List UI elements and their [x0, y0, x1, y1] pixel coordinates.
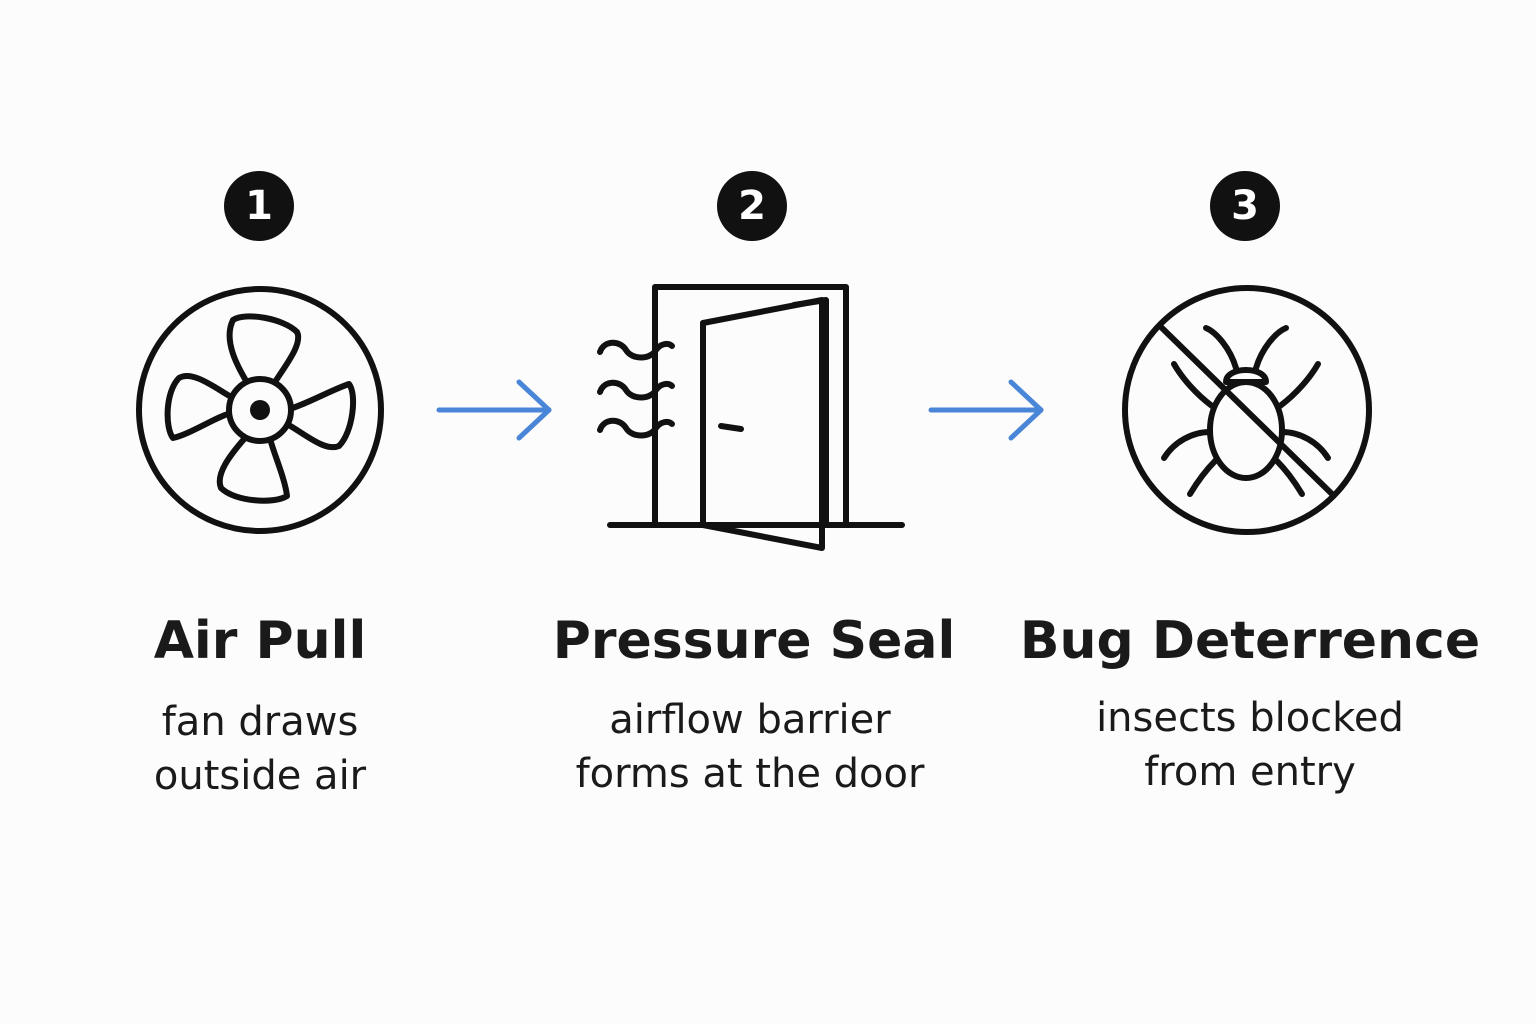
step-3-description-line-2: from entry: [1144, 749, 1356, 795]
step-2-description-line-2: forms at the door: [575, 751, 925, 797]
step-1-description: fan draws outside air: [0, 695, 520, 803]
arrow-right-icon: [928, 378, 1048, 446]
step-3-number-badge: 3: [1210, 171, 1280, 241]
step-3-description: insects blocked from entry: [990, 691, 1510, 799]
step-2-description: airflow barrier forms at the door: [490, 693, 1010, 801]
step-1-title: Air Pull: [153, 611, 367, 671]
arrow-right-icon: [436, 378, 556, 446]
step-1-description-line-1: fan draws: [161, 699, 359, 745]
step-1-number-badge: 1: [224, 171, 294, 241]
step-1-description-line-2: outside air: [153, 753, 367, 799]
step-2-title: Pressure Seal: [552, 611, 956, 671]
step-3-description-line-1: insects blocked: [1096, 695, 1404, 741]
step-3-title: Bug Deterrence: [1019, 611, 1481, 671]
door-airflow-icon: [590, 280, 910, 555]
step-2-number-badge: 2: [717, 171, 787, 241]
step-2-description-line-1: airflow barrier: [609, 697, 891, 743]
no-bug-icon: [1120, 282, 1374, 538]
fan-icon: [135, 282, 385, 538]
